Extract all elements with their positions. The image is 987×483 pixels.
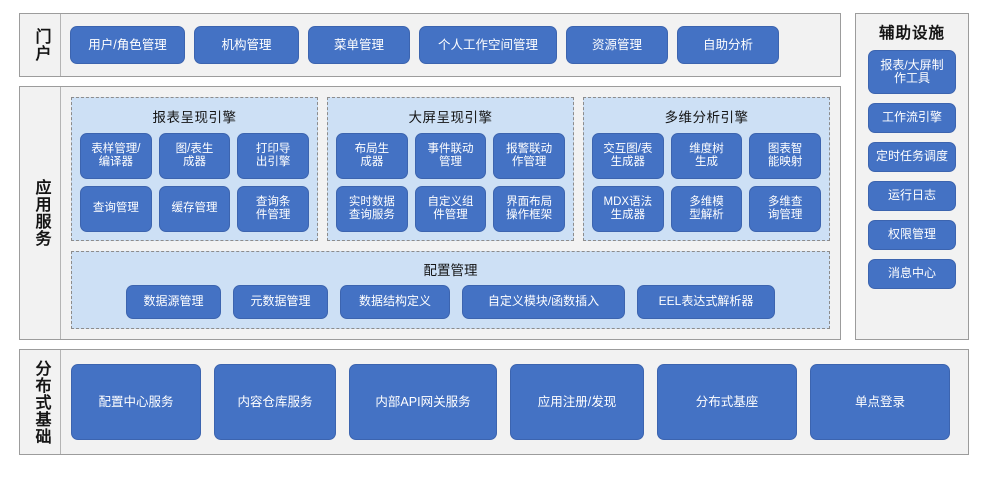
engine-panel-1: 大屏呈现引擎布局生 成器事件联动 管理报警联动 作管理实时数据 查询服务自定义组… bbox=[327, 97, 574, 241]
config-management-panel: 配置管理 数据源管理元数据管理数据结构定义自定义模块/函数插入 EEL表达式解析器 bbox=[71, 250, 830, 329]
auxiliary-button-3[interactable]: 运行日志 bbox=[868, 181, 956, 211]
portal-button-5[interactable]: 自助分析 bbox=[677, 26, 779, 64]
engine-1-button-2[interactable]: 报警联动 作管理 bbox=[493, 133, 565, 179]
engine-0-button-0[interactable]: 表样管理/ 编译器 bbox=[80, 133, 152, 179]
portal-section-label: 门户 bbox=[20, 14, 61, 76]
portal-button-1[interactable]: 机构管理 bbox=[194, 26, 299, 64]
engine-title-1: 大屏呈现引擎 bbox=[408, 110, 493, 125]
engine-title-2: 多维分析引擎 bbox=[664, 110, 749, 125]
config-button-2[interactable]: 数据结构定义 bbox=[340, 284, 450, 319]
engine-0-button-3[interactable]: 查询管理 bbox=[80, 185, 152, 232]
portal-button-3[interactable]: 个人工作空间管理 bbox=[419, 26, 557, 64]
engine-1-button-3[interactable]: 实时数据 查询服务 bbox=[336, 185, 408, 232]
portal-button-2[interactable]: 菜单管理 bbox=[308, 26, 410, 64]
auxiliary-section-title: 辅助设施 bbox=[878, 25, 945, 42]
config-management-items: 数据源管理元数据管理数据结构定义自定义模块/函数插入 EEL表达式解析器 bbox=[82, 284, 819, 319]
engine-2-button-4[interactable]: 多维模 型解析 bbox=[670, 185, 743, 232]
engine-2-button-0[interactable]: 交互图/表 生成器 bbox=[592, 133, 664, 179]
engine-2-button-2[interactable]: 图表智 能映射 bbox=[749, 133, 821, 179]
distributed-base-button-3[interactable]: 应用注册/发现 bbox=[510, 364, 644, 440]
engine-2-button-3[interactable]: MDX语法 生成器 bbox=[592, 185, 664, 232]
distributed-base-button-2[interactable]: 内部API网关服务 bbox=[349, 364, 497, 440]
engine-grid-0: 表样管理/ 编译器图/表生 成器打印导 出引擎查询管理缓存管理查询条 件管理 bbox=[80, 133, 309, 232]
auxiliary-button-1[interactable]: 工作流引擎 bbox=[868, 103, 956, 133]
engine-grid-2: 交互图/表 生成器维度树 生成图表智 能映射 MDX语法 生成器多维模 型解析多维… bbox=[592, 133, 821, 232]
auxiliary-items: 报表/大屏制 作工具工作流引擎定时任务调度运行日志权限管理消息中心 bbox=[856, 50, 968, 333]
engine-2-button-5[interactable]: 多维查 询管理 bbox=[749, 185, 821, 232]
engine-title-0: 报表呈现引擎 bbox=[152, 110, 237, 125]
engine-row: 报表呈现引擎表样管理/ 编译器图/表生 成器打印导 出引擎查询管理缓存管理查询条… bbox=[71, 97, 830, 241]
engine-0-button-2[interactable]: 打印导 出引擎 bbox=[237, 133, 309, 179]
config-button-0[interactable]: 数据源管理 bbox=[126, 284, 221, 319]
auxiliary-button-2[interactable]: 定时任务调度 bbox=[868, 142, 956, 172]
distributed-base-items: 配置中心服务内容仓库服务内部API网关服务应用注册/发现分布式基座单点登录 bbox=[61, 350, 968, 454]
engine-0-button-5[interactable]: 查询条 件管理 bbox=[237, 185, 309, 232]
config-button-3[interactable]: 自定义模块/函数插入 bbox=[462, 284, 625, 319]
distributed-base-button-0[interactable]: 配置中心服务 bbox=[71, 364, 201, 440]
engine-2-button-1[interactable]: 维度树 生成 bbox=[670, 133, 743, 179]
config-management-title: 配置管理 bbox=[423, 262, 478, 278]
distributed-base-section-label: 分布式基础 bbox=[20, 350, 61, 454]
config-button-4[interactable]: EEL表达式解析器 bbox=[637, 284, 775, 319]
application-services-section-label: 应用服务 bbox=[20, 87, 61, 339]
distributed-base-button-4[interactable]: 分布式基座 bbox=[657, 364, 797, 440]
engine-0-button-4[interactable]: 缓存管理 bbox=[158, 185, 231, 232]
portal-button-0[interactable]: 用户/角色管理 bbox=[70, 26, 185, 64]
engine-1-button-0[interactable]: 布局生 成器 bbox=[336, 133, 408, 179]
distributed-base-button-1[interactable]: 内容仓库服务 bbox=[214, 364, 336, 440]
application-services-body: 报表呈现引擎表样管理/ 编译器图/表生 成器打印导 出引擎查询管理缓存管理查询条… bbox=[61, 87, 840, 339]
engine-panel-0: 报表呈现引擎表样管理/ 编译器图/表生 成器打印导 出引擎查询管理缓存管理查询条… bbox=[71, 97, 318, 241]
engine-panel-2: 多维分析引擎交互图/表 生成器维度树 生成图表智 能映射 MDX语法 生成器多维模… bbox=[583, 97, 830, 241]
auxiliary-button-0[interactable]: 报表/大屏制 作工具 bbox=[868, 50, 956, 94]
engine-1-button-5[interactable]: 界面布局 操作框架 bbox=[493, 185, 565, 232]
portal-items: 用户/角色管理机构管理菜单管理个人工作空间管理资源管理自助分析 bbox=[61, 14, 840, 76]
auxiliary-section: 辅助设施 报表/大屏制 作工具工作流引擎定时任务调度运行日志权限管理消息中心 bbox=[855, 13, 969, 340]
config-button-1[interactable]: 元数据管理 bbox=[233, 284, 328, 319]
auxiliary-button-5[interactable]: 消息中心 bbox=[868, 259, 956, 289]
engine-1-button-4[interactable]: 自定义组 件管理 bbox=[414, 185, 487, 232]
engine-grid-1: 布局生 成器事件联动 管理报警联动 作管理实时数据 查询服务自定义组 件管理界面… bbox=[336, 133, 565, 232]
engine-0-button-1[interactable]: 图/表生 成器 bbox=[158, 133, 231, 179]
auxiliary-button-4[interactable]: 权限管理 bbox=[868, 220, 956, 250]
portal-button-4[interactable]: 资源管理 bbox=[566, 26, 668, 64]
application-services-section: 应用服务 报表呈现引擎表样管理/ 编译器图/表生 成器打印导 出引擎查询管理缓存… bbox=[19, 86, 841, 340]
distributed-base-button-5[interactable]: 单点登录 bbox=[810, 364, 950, 440]
portal-section: 门户 用户/角色管理机构管理菜单管理个人工作空间管理资源管理自助分析 bbox=[19, 13, 841, 77]
distributed-base-section: 分布式基础 配置中心服务内容仓库服务内部API网关服务应用注册/发现分布式基座单… bbox=[19, 349, 969, 455]
engine-1-button-1[interactable]: 事件联动 管理 bbox=[414, 133, 487, 179]
